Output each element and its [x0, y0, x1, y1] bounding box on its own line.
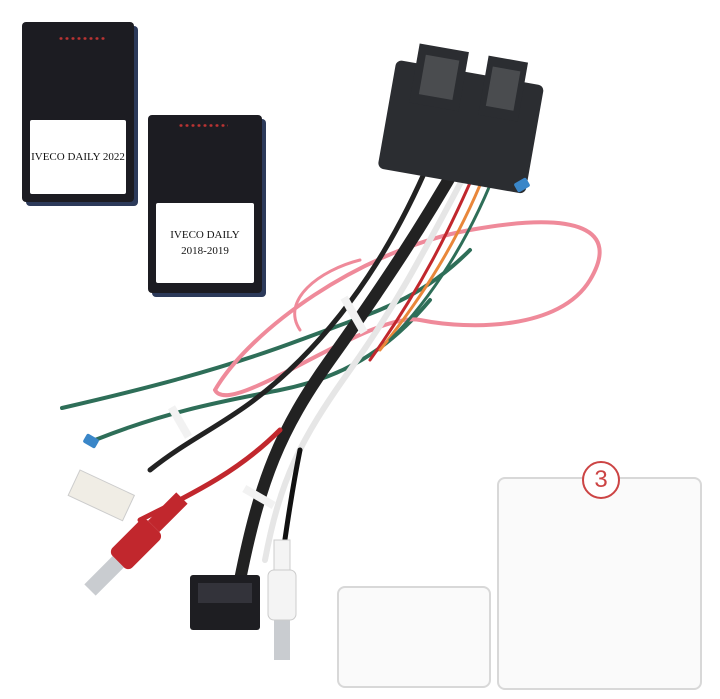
white-clip-connector	[67, 469, 136, 522]
inset-frame-16-pin	[337, 586, 491, 688]
rca-plug-red	[84, 492, 188, 596]
iso-connector-top	[378, 43, 544, 194]
rca-plug-white	[267, 539, 297, 660]
canbus-module-2018: IVECO DAILY 2018-2019	[148, 115, 262, 293]
green-wire-left	[60, 248, 472, 410]
16-pin-connector	[190, 575, 260, 630]
led-dots	[178, 123, 228, 128]
wire-bundle	[60, 154, 602, 586]
canbus-module-2022: IVECO DAILY 2022	[22, 22, 134, 202]
module-label: IVECO DAILY 2022	[30, 120, 126, 194]
inset-frame-iso	[497, 477, 702, 690]
blue-wire-tips	[83, 177, 530, 449]
connector-number-badge: 3	[582, 461, 620, 499]
pink-wire-tail	[293, 258, 362, 332]
white-bundle	[262, 162, 473, 563]
green-wire-b	[388, 158, 502, 342]
orange-wire	[378, 158, 492, 352]
black-wire-c	[147, 157, 433, 473]
module-label: IVECO DAILY 2018-2019	[156, 203, 254, 283]
cable-ties	[168, 295, 368, 509]
led-dots	[58, 36, 106, 41]
red-wire-a	[368, 158, 482, 362]
